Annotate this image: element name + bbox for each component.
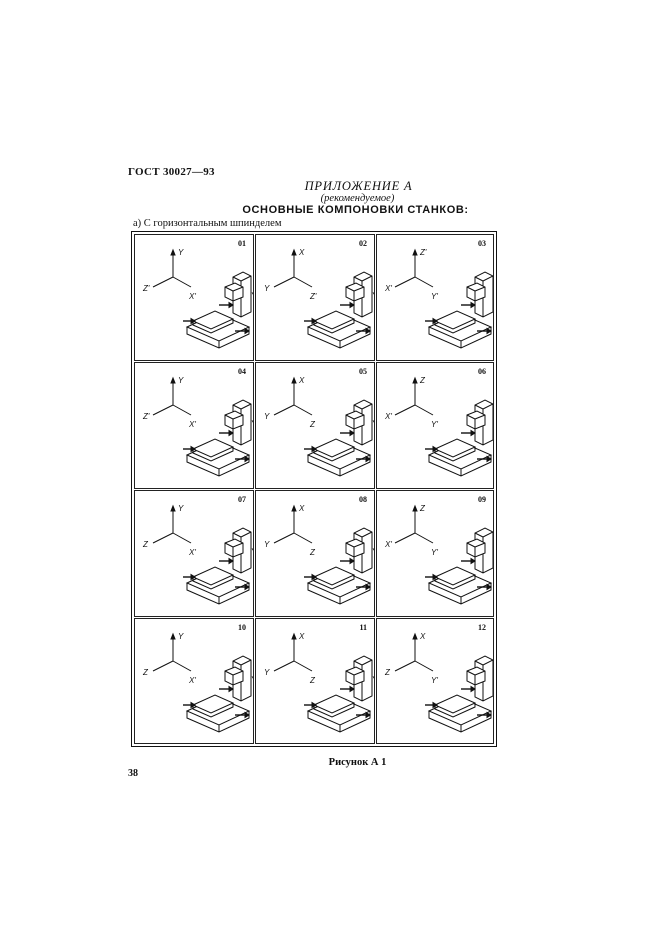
axis-label: Z xyxy=(384,668,391,677)
axis-label: X' xyxy=(384,412,392,421)
axis-label: Y' xyxy=(431,548,438,557)
figure-number: 09 xyxy=(478,495,486,504)
machine-drawing: X Y Z xyxy=(264,376,374,477)
axis-label: Y xyxy=(264,284,270,293)
axis-label: Y xyxy=(178,504,184,513)
appendix-status: (рекомендуемое) xyxy=(320,193,395,204)
machine-drawing: X Y Z xyxy=(264,504,374,605)
figure-number: 06 xyxy=(478,367,486,376)
axis-label: Z xyxy=(419,376,426,385)
axis-label: X' xyxy=(384,284,392,293)
axis-label: Y xyxy=(178,632,184,641)
machine-drawing: X Y Z' xyxy=(264,248,374,349)
figure-number: 02 xyxy=(359,239,367,248)
axis-label: Z xyxy=(309,548,316,557)
axis-label: Z' xyxy=(309,292,317,301)
axis-label: Y xyxy=(264,668,270,677)
axis-label: Y xyxy=(264,540,270,549)
appendix-title: ПРИЛОЖЕНИЕ А xyxy=(304,179,413,193)
figure-number: 04 xyxy=(238,367,246,376)
figure-number: 07 xyxy=(238,495,246,504)
figure-number: 11 xyxy=(359,623,367,632)
axis-label: Z xyxy=(142,668,149,677)
section-title: ОСНОВНЫЕ КОМПОНОВКИ СТАНКОВ: xyxy=(242,204,469,216)
axis-label: Z xyxy=(309,676,316,685)
machine-drawing: X Z Y' xyxy=(384,632,493,733)
figure-number: 08 xyxy=(359,495,367,504)
figure-number: 05 xyxy=(359,367,367,376)
axis-label: X xyxy=(298,248,305,257)
figure-number: 03 xyxy=(478,239,486,248)
standard-header: ГОСТ 30027—93 xyxy=(128,166,215,178)
axis-label: Y' xyxy=(431,676,438,685)
axis-label: Z' xyxy=(142,284,150,293)
axis-label: X xyxy=(298,504,305,513)
axis-label: X' xyxy=(384,540,392,549)
axis-label: Z xyxy=(142,540,149,549)
machine-drawing: Z X' Y' xyxy=(384,376,493,477)
axis-label: Z xyxy=(309,420,316,429)
axis-label: X xyxy=(298,376,305,385)
axis-label: X' xyxy=(188,292,196,301)
axis-label: X xyxy=(298,632,305,641)
axis-label: X' xyxy=(188,548,196,557)
section-subtitle: а) С горизонтальным шпинделем xyxy=(133,218,282,229)
axis-label: Y xyxy=(178,248,184,257)
machine-drawing: Y Z' X' xyxy=(142,248,253,349)
figure-number: 10 xyxy=(238,623,246,632)
machine-drawing: Y Z X' xyxy=(142,504,253,605)
figure-number: 12 xyxy=(478,623,486,632)
axis-label: Y' xyxy=(431,292,438,301)
machine-drawing: Y Z X' xyxy=(142,632,253,733)
axis-label: Z' xyxy=(142,412,150,421)
machine-drawing: Y Z' X' xyxy=(142,376,253,477)
axis-label: X xyxy=(419,632,426,641)
figure-number: 01 xyxy=(238,239,246,248)
axis-label: Y' xyxy=(431,420,438,429)
machine-drawing: Z X' Y' xyxy=(384,504,493,605)
axis-label: Y xyxy=(264,412,270,421)
axis-label: X' xyxy=(188,676,196,685)
machine-drawing: Z' X' Y' xyxy=(384,248,493,349)
axis-label: Y xyxy=(178,376,184,385)
axis-label: X' xyxy=(188,420,196,429)
page-number: 38 xyxy=(128,768,138,779)
axis-label: Z' xyxy=(419,248,427,257)
machine-drawing: X Y Z xyxy=(264,632,374,733)
axis-label: Z xyxy=(419,504,426,513)
figure-caption: Рисунок А 1 xyxy=(328,757,387,768)
